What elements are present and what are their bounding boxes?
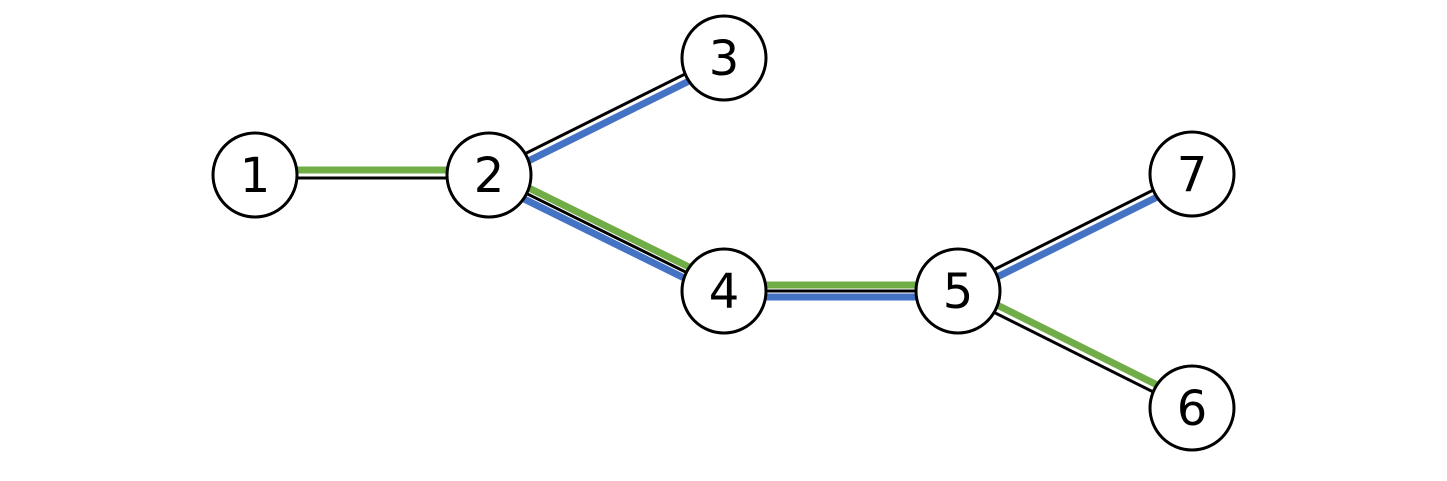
node-circle — [211, 131, 299, 219]
node-circle — [1148, 130, 1236, 218]
edge-2-4-base-line — [488, 173, 725, 293]
node-circle — [680, 247, 768, 335]
node-6: 6 — [1148, 364, 1236, 452]
node-label: 1 — [240, 148, 271, 204]
node-4: 4 — [680, 247, 768, 335]
node-3: 3 — [680, 14, 768, 102]
edge-5-7-base-line — [955, 169, 1192, 290]
node-label: 5 — [943, 264, 974, 320]
node-label: 2 — [474, 148, 505, 204]
node-7: 7 — [1148, 130, 1236, 218]
node-label: 3 — [709, 31, 740, 87]
node-circle — [680, 14, 768, 102]
node-label: 6 — [1177, 381, 1208, 437]
edge-2-4-green-line — [490, 166, 729, 289]
edge-2-4 — [484, 166, 729, 300]
node-circle — [1148, 364, 1236, 452]
edge-5-7-blue-line — [958, 175, 1196, 299]
edge-5-6 — [955, 283, 1196, 413]
node-1: 1 — [211, 131, 299, 219]
node-circle — [914, 247, 1002, 335]
edges-layer — [255, 53, 1196, 413]
node-2: 2 — [445, 131, 533, 219]
edge-5-7 — [955, 169, 1196, 299]
node-5: 5 — [914, 247, 1002, 335]
node-circle — [445, 131, 533, 219]
node-label: 7 — [1177, 147, 1208, 203]
edge-2-3-blue-line — [489, 59, 728, 183]
edge-2-3-base-line — [486, 53, 724, 174]
edge-2-4-blue-line — [484, 177, 723, 300]
edge-2-3 — [486, 53, 728, 183]
node-label: 4 — [709, 264, 740, 320]
edge-5-6-green-line — [958, 283, 1196, 407]
nodes-layer: 1 2 3 4 5 6 7 — [211, 14, 1236, 452]
edge-5-6-base-line — [955, 292, 1192, 413]
